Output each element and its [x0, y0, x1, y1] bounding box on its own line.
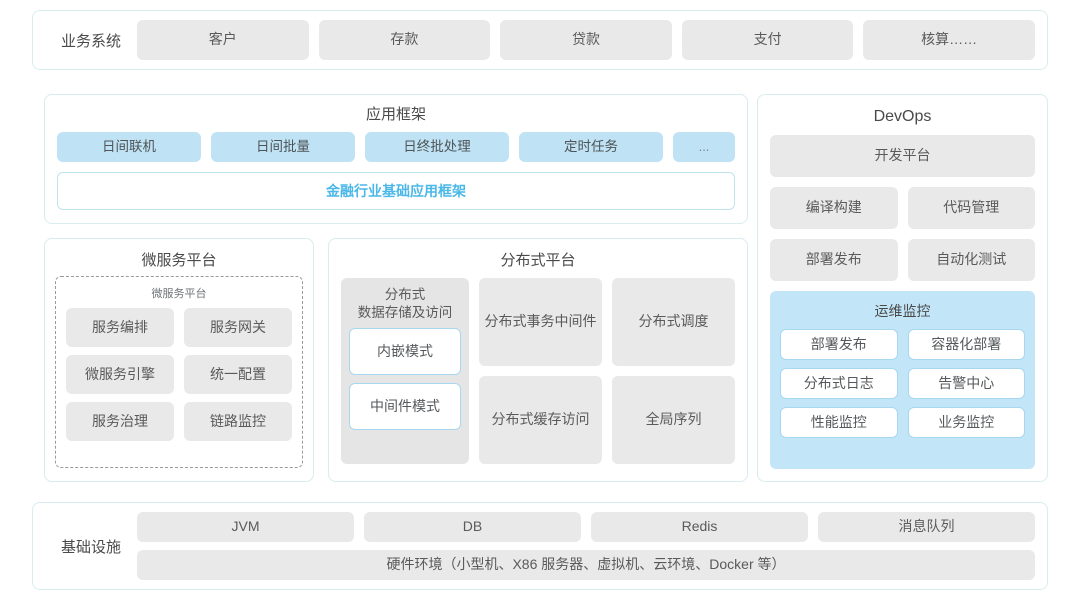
distributed-right-column: 分布式调度 全局序列	[612, 278, 735, 464]
distributed-cache-line2: 缓存访问	[533, 411, 590, 428]
microservice-item-gateway[interactable]: 服务网关	[184, 308, 292, 347]
ops-item-business-monitor[interactable]: 业务监控	[907, 407, 1025, 438]
ops-monitoring-panel: 运维监控 部署发布 容器化部署 分布式日志 告警中心 性能监控 业务监控	[770, 291, 1035, 469]
distributed-storage-title: 分布式 数据存储及访问	[349, 286, 461, 321]
ops-item-performance-monitor[interactable]: 性能监控	[780, 407, 898, 438]
distributed-cache-line1: 分布式	[491, 411, 534, 428]
infrastructure-components: JVM DB Redis 消息队列	[137, 512, 1035, 542]
app-chip-more[interactable]: ...	[673, 132, 735, 162]
application-framework-chips: 日间联机 日间批量 日终批处理 定时任务 ...	[57, 132, 735, 162]
distributed-storage-title-line1: 分布式	[384, 287, 426, 302]
business-chip-loan[interactable]: 贷款	[500, 20, 672, 60]
business-chip-customer[interactable]: 客户	[137, 20, 309, 60]
business-chip-payment[interactable]: 支付	[681, 20, 854, 60]
distributed-transaction-middleware[interactable]: 分布式 事务中间件	[479, 278, 602, 366]
distributed-transaction-line1: 分布式	[484, 313, 527, 330]
ops-monitoring-title: 运维监控	[874, 303, 931, 319]
microservice-platform-title: 微服务平台	[141, 252, 217, 269]
app-chip-eod-batch[interactable]: 日终批处理	[365, 132, 509, 162]
infra-item-db[interactable]: DB	[364, 512, 581, 542]
distributed-middle-column: 分布式 事务中间件 分布式 缓存访问	[479, 278, 602, 464]
infrastructure-label: 基础设施	[60, 538, 121, 556]
microservice-item-orchestration[interactable]: 服务编排	[66, 308, 174, 347]
microservice-inner-title: 微服务平台	[151, 288, 207, 300]
distributed-transaction-line2: 事务中间件	[526, 313, 597, 330]
devops-item-code-management[interactable]: 代码管理	[907, 187, 1035, 229]
devops-dev-platform[interactable]: 开发平台	[770, 135, 1035, 177]
infra-item-redis[interactable]: Redis	[591, 512, 808, 542]
business-chip-deposit[interactable]: 存款	[318, 20, 491, 60]
application-framework-card: 应用框架 日间联机 日间批量 日终批处理 定时任务 ... 金融行业基础应用框架	[44, 94, 748, 224]
microservice-item-governance[interactable]: 服务治理	[66, 402, 174, 441]
distributed-platform-title: 分布式平台	[500, 252, 576, 269]
infra-item-jvm[interactable]: JVM	[137, 512, 354, 542]
business-chip-accounting[interactable]: 核算……	[863, 20, 1035, 60]
microservice-platform-card: 微服务平台 微服务平台 服务编排 服务网关 微服务引擎 统一配置 服务治理 链路…	[44, 238, 314, 482]
business-systems-row: 业务系统 客户 存款 贷款 支付 核算……	[32, 10, 1048, 70]
distributed-storage-column: 分布式 数据存储及访问 内嵌模式 中间件模式	[341, 278, 469, 464]
microservice-items-grid: 服务编排 服务网关 微服务引擎 统一配置 服务治理 链路监控	[66, 308, 292, 441]
distributed-platform-card: 分布式平台 分布式 数据存储及访问 内嵌模式 中间件模式 分布式 事务中间件	[328, 238, 748, 482]
distributed-scheduling[interactable]: 分布式调度	[612, 278, 735, 366]
distributed-mode-middleware[interactable]: 中间件模式	[349, 383, 461, 431]
devops-card: DevOps 开发平台 编译构建 代码管理 部署发布 自动化测试 运维监控 部署…	[757, 94, 1048, 482]
ops-item-distributed-log[interactable]: 分布式日志	[780, 368, 898, 399]
distributed-storage-title-line2: 数据存储及访问	[357, 304, 453, 320]
devops-item-build[interactable]: 编译构建	[770, 187, 898, 229]
distributed-columns: 分布式 数据存储及访问 内嵌模式 中间件模式 分布式 事务中间件 分布式 缓存访…	[341, 278, 735, 464]
finance-base-framework-banner: 金融行业基础应用框架	[57, 172, 735, 210]
business-systems-label: 业务系统	[60, 32, 121, 50]
ops-item-deploy-release[interactable]: 部署发布	[780, 329, 898, 360]
distributed-mode-embedded[interactable]: 内嵌模式	[349, 328, 461, 376]
application-framework-title: 应用框架	[365, 106, 426, 123]
app-chip-daytime-online[interactable]: 日间联机	[57, 132, 201, 162]
devops-pairs-grid: 编译构建 代码管理 部署发布 自动化测试	[770, 187, 1035, 281]
distributed-storage-card[interactable]: 分布式 数据存储及访问 内嵌模式 中间件模式	[341, 278, 469, 464]
microservice-inner-box: 微服务平台 服务编排 服务网关 微服务引擎 统一配置 服务治理 链路监控	[55, 276, 303, 468]
ops-item-containerized-deploy[interactable]: 容器化部署	[907, 329, 1025, 360]
infrastructure-row: 基础设施 JVM DB Redis 消息队列 硬件环境（小型机、X86 服务器、…	[32, 502, 1048, 590]
microservice-item-engine[interactable]: 微服务引擎	[66, 355, 174, 394]
devops-title: DevOps	[873, 108, 932, 125]
infra-hardware-environment[interactable]: 硬件环境（小型机、X86 服务器、虚拟机、云环境、Docker 等）	[137, 550, 1035, 580]
ops-item-alert-center[interactable]: 告警中心	[907, 368, 1025, 399]
microservice-item-trace-monitor[interactable]: 链路监控	[184, 402, 292, 441]
app-chip-scheduled-task[interactable]: 定时任务	[519, 132, 663, 162]
distributed-global-sequence[interactable]: 全局序列	[612, 376, 735, 464]
microservice-item-unified-config[interactable]: 统一配置	[184, 355, 292, 394]
devops-item-deploy-release[interactable]: 部署发布	[770, 239, 898, 281]
app-chip-daytime-batch[interactable]: 日间批量	[211, 132, 355, 162]
infra-item-message-queue[interactable]: 消息队列	[818, 512, 1035, 542]
distributed-cache-access[interactable]: 分布式 缓存访问	[479, 376, 602, 464]
business-systems-chips: 客户 存款 贷款 支付 核算……	[137, 20, 1035, 60]
ops-monitoring-grid: 部署发布 容器化部署 分布式日志 告警中心 性能监控 业务监控	[780, 329, 1025, 438]
infrastructure-stack: JVM DB Redis 消息队列 硬件环境（小型机、X86 服务器、虚拟机、云…	[137, 512, 1035, 580]
devops-item-automated-test[interactable]: 自动化测试	[907, 239, 1035, 281]
